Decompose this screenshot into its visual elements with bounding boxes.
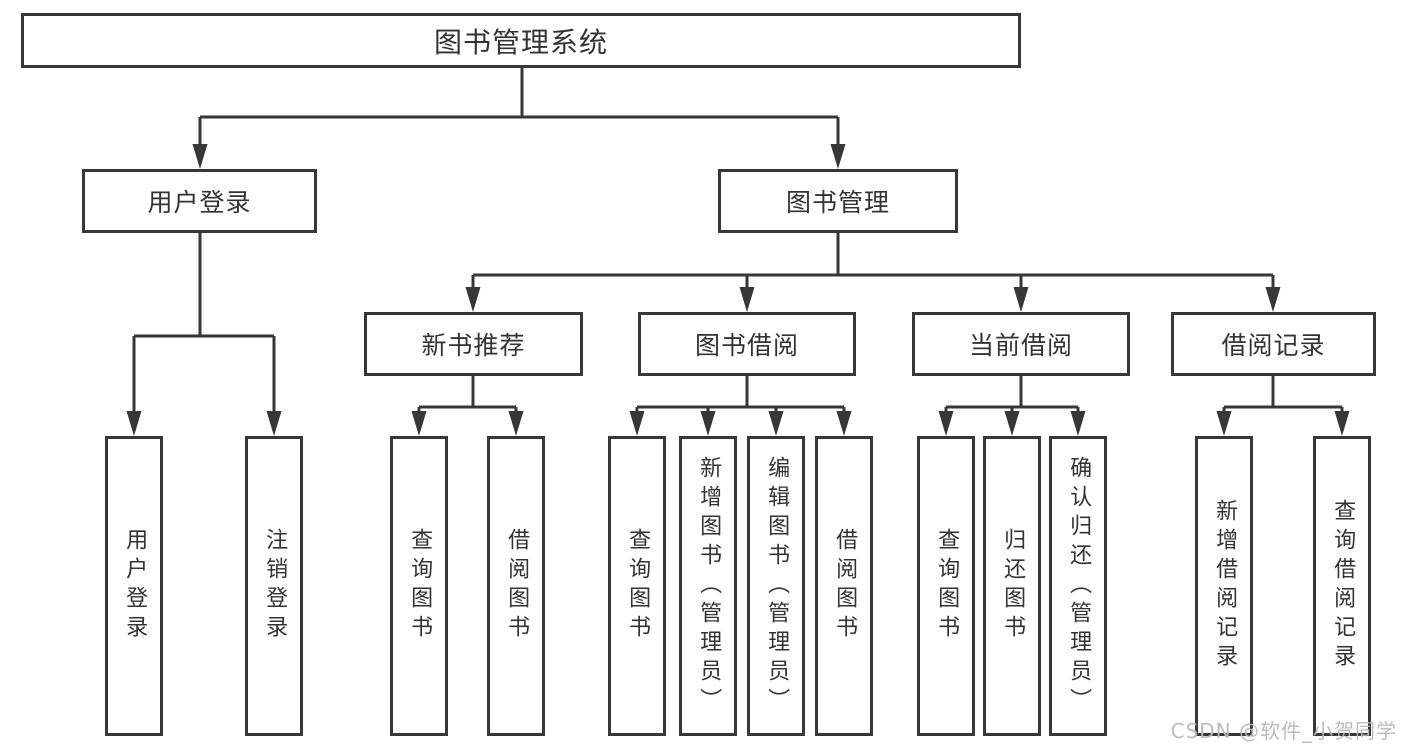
node-label: 图书借阅 — [694, 331, 799, 360]
arrow-down-icon — [700, 411, 716, 436]
arrow-down-icon — [411, 411, 427, 436]
leaf-logout: 注销登录 — [245, 436, 303, 736]
connector-current-borrow-to-leaves — [944, 376, 1080, 429]
node-user-login: 用户登录 — [82, 169, 317, 233]
node-new-book-recommend: 新书推荐 — [364, 312, 583, 376]
node-label: 图书管理系统 — [433, 25, 608, 59]
leaf-query-books-2: 查询图书 — [608, 436, 666, 736]
arrow-down-icon — [192, 144, 208, 169]
node-label: 确认归还（管理员） — [1066, 455, 1092, 717]
arrow-down-icon — [836, 411, 852, 436]
arrow-down-icon — [1070, 411, 1086, 436]
node-label: 新增图书（管理员） — [696, 455, 722, 717]
arrow-down-icon — [1334, 411, 1350, 436]
node-label: 新书推荐 — [421, 331, 526, 360]
connector-borrow-records-to-leaves — [1222, 376, 1344, 429]
node-label: 借阅图书 — [832, 528, 858, 644]
leaf-add-borrow-record: 新增借阅记录 — [1195, 436, 1253, 736]
connector-user-login-to-leaves — [132, 233, 276, 429]
arrow-down-icon — [1265, 287, 1281, 312]
node-borrow-records: 借阅记录 — [1171, 312, 1376, 376]
csdn-watermark: CSDN @软件_小贺同学 — [1170, 719, 1397, 743]
leaf-add-book-admin: 新增图书（管理员） — [679, 436, 737, 736]
leaf-confirm-return-admin: 确认归还（管理员） — [1049, 436, 1107, 736]
node-label: 注销登录 — [262, 528, 288, 644]
node-label: 归还图书 — [1000, 528, 1026, 644]
node-book-borrow: 图书借阅 — [638, 312, 856, 376]
node-label: 用户登录 — [122, 528, 148, 644]
node-label: 编辑图书（管理员） — [764, 455, 790, 717]
arrow-down-icon — [938, 411, 954, 436]
node-label: 查询图书 — [625, 528, 651, 644]
connector-root-to-level2 — [198, 68, 840, 162]
arrow-down-icon — [1216, 411, 1232, 436]
leaf-return-book: 归还图书 — [983, 436, 1041, 736]
leaf-edit-book-admin: 编辑图书（管理员） — [747, 436, 805, 736]
leaf-query-books-1: 查询图书 — [390, 436, 448, 736]
arrow-down-icon — [1013, 287, 1029, 312]
leaf-query-books-3: 查询图书 — [917, 436, 975, 736]
node-label: 借阅记录 — [1221, 331, 1326, 360]
arrow-down-icon — [768, 411, 784, 436]
arrow-down-icon — [830, 144, 846, 169]
arrow-down-icon — [508, 411, 524, 436]
connector-new-book-to-leaves — [417, 376, 518, 429]
arrow-down-icon — [266, 411, 282, 436]
node-label: 查询借阅记录 — [1330, 499, 1356, 673]
node-label: 查询图书 — [934, 528, 960, 644]
arrow-down-icon — [739, 287, 755, 312]
node-label: 图书管理 — [785, 188, 890, 217]
leaf-query-borrow-record: 查询借阅记录 — [1313, 436, 1371, 736]
node-current-borrow: 当前借阅 — [912, 312, 1130, 376]
leaf-user-login: 用户登录 — [105, 436, 163, 736]
node-root: 图书管理系统 — [21, 13, 1021, 68]
node-label: 新增借阅记录 — [1212, 499, 1238, 673]
node-label: 查询图书 — [407, 528, 433, 644]
leaf-borrow-books-1: 借阅图书 — [487, 436, 545, 736]
arrow-down-icon — [629, 411, 645, 436]
leaf-borrow-books-2: 借阅图书 — [815, 436, 873, 736]
node-book-management: 图书管理 — [718, 169, 958, 233]
connector-book-borrow-to-leaves — [635, 376, 846, 429]
arrow-down-icon — [1004, 411, 1020, 436]
node-label: 用户登录 — [147, 188, 252, 217]
node-label: 借阅图书 — [504, 528, 530, 644]
arrow-down-icon — [126, 411, 142, 436]
node-label: 当前借阅 — [968, 331, 1073, 360]
connector-book-management-to-level3 — [471, 233, 1275, 305]
arrow-down-icon — [465, 287, 481, 312]
